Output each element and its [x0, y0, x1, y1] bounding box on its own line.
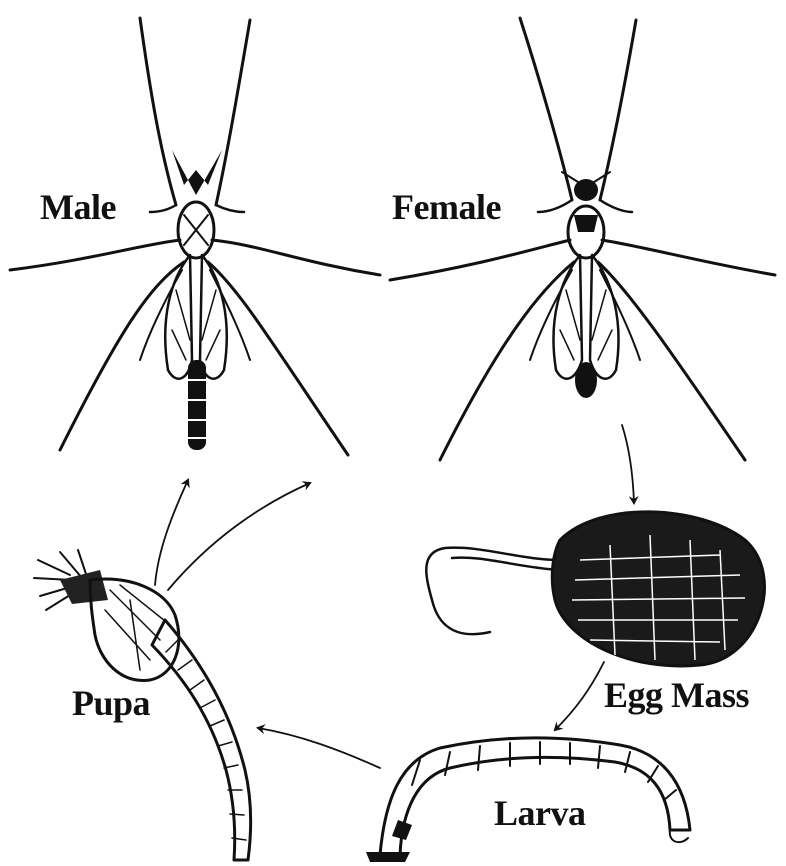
arrow-pupa-to-male [155, 480, 188, 585]
arrow-female-to-egg [622, 425, 634, 503]
male-label: Male [40, 186, 116, 228]
larva-label: Larva [494, 792, 586, 834]
female-label: Female [392, 186, 501, 228]
arrow-pupa-to-female [168, 483, 310, 590]
egg-mass-illustration [426, 512, 764, 666]
egg-mass-label: Egg Mass [604, 674, 749, 716]
arrow-egg-to-larva [555, 662, 604, 730]
pupa-label: Pupa [72, 682, 150, 724]
female-midge-illustration [390, 18, 775, 460]
arrow-larva-to-pupa [258, 728, 380, 768]
male-midge-illustration [10, 18, 380, 455]
